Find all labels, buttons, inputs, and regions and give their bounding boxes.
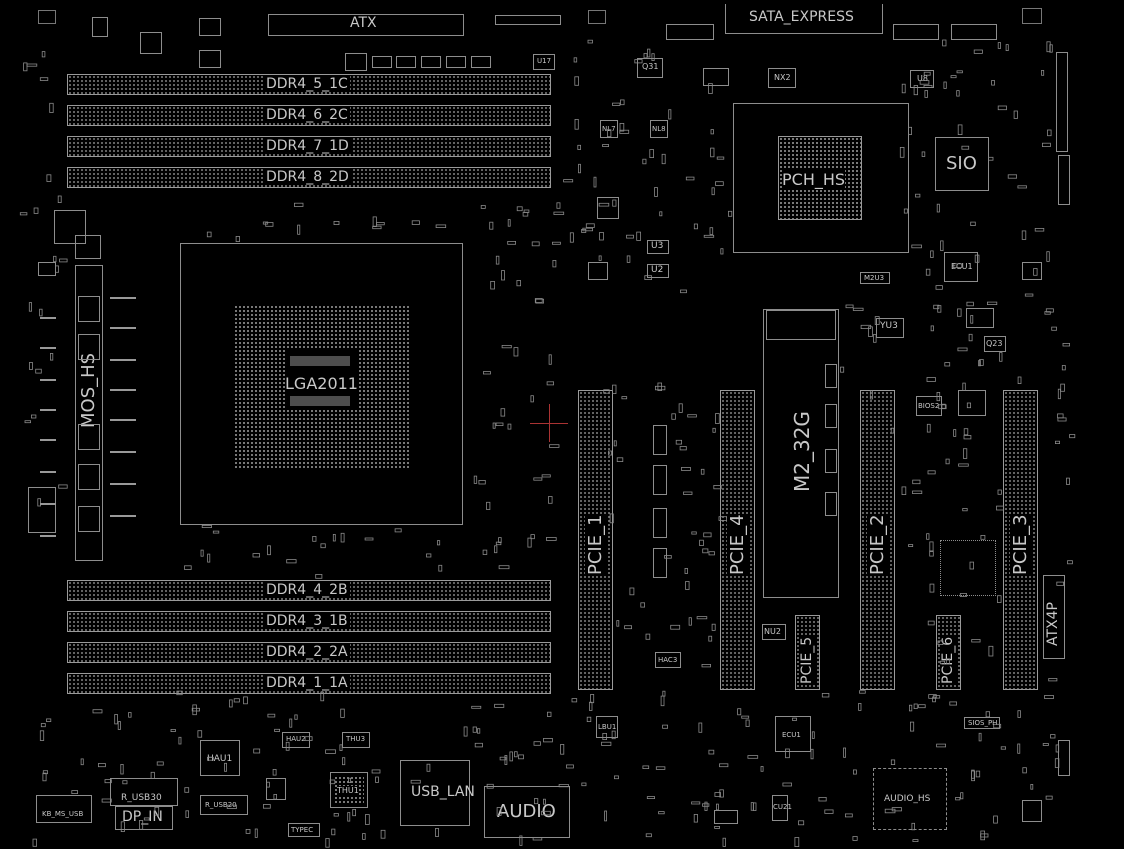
dimm-slot-8-2d: [67, 167, 551, 188]
r-usb30-connector: [110, 778, 178, 806]
pcie-label-1: PCIE_1: [585, 514, 606, 575]
audio-connector: [484, 786, 570, 838]
dimm-slot-2-2a: [67, 642, 551, 663]
pcie-label-6: PCIE_6: [940, 636, 956, 684]
pch-bga: [778, 136, 862, 220]
m2-label: M2_32G: [790, 411, 814, 492]
pcie-label-3: PCIE_3: [1010, 514, 1031, 575]
typec-connector: [288, 823, 320, 837]
r-usb20-connector: [200, 795, 248, 815]
m2-slot: [763, 309, 839, 598]
dimm-slot-5-1c: [67, 74, 551, 95]
sata-express-connector: [725, 4, 883, 34]
audio-hs-area: [873, 768, 947, 830]
atx4p-connector: [1043, 575, 1065, 659]
cpu-socket: [180, 243, 463, 525]
pcie-label-2: PCIE_2: [867, 514, 888, 575]
dimm-slot-4-2b: [67, 580, 551, 601]
vrm-heatsink: [75, 265, 103, 561]
atx-connector: [268, 14, 464, 36]
dimm-slot-7-1d: [67, 136, 551, 157]
dimm-slot-6-2c: [67, 105, 551, 126]
pcie-slot-4: [720, 390, 755, 690]
pcie-label-4: PCIE_4: [727, 514, 748, 575]
kb-ms-usb-connector: [36, 795, 92, 823]
usb-lan-connector: [400, 760, 470, 826]
dp-in-connector: [115, 806, 173, 830]
ecu1-chip: [944, 252, 978, 282]
atx4p-label: ATX4P: [1045, 602, 1061, 646]
pcie-label-5: PCIE_5: [799, 636, 815, 684]
dimm-slot-1-1a: [67, 673, 551, 694]
vrm-label: MOS_HS: [78, 352, 99, 428]
dimm-slot-3-1b: [67, 611, 551, 632]
pch-chip: [733, 103, 909, 253]
sio-chip: [935, 137, 989, 191]
